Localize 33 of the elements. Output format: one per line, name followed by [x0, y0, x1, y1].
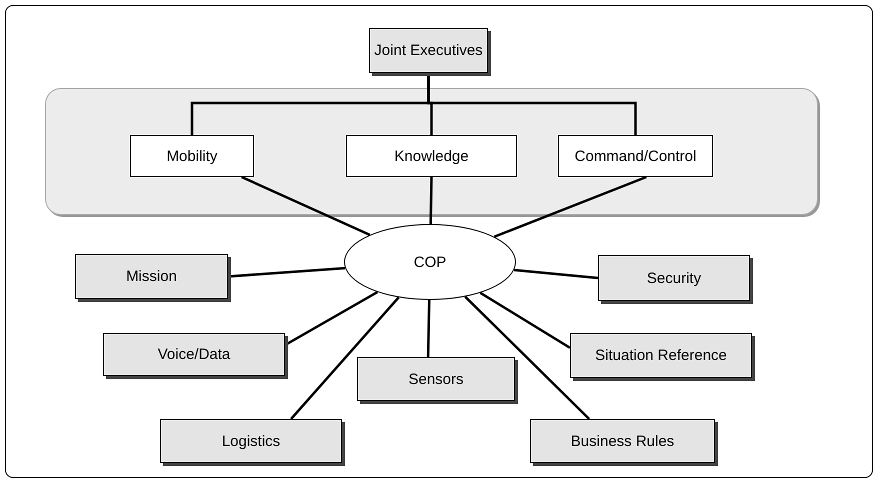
process-box [558, 135, 713, 177]
node-label: Voice/Data [158, 346, 230, 363]
process-box [357, 357, 515, 401]
process-box [598, 255, 750, 301]
node-label: Mission [126, 268, 177, 285]
group-panel [45, 88, 818, 215]
node-label: Situation Reference [595, 347, 727, 364]
node-label: Mobility [166, 148, 218, 164]
process-box [160, 419, 342, 463]
connector-line [290, 296, 400, 420]
connector-line [427, 73, 637, 135]
process-box [75, 254, 228, 299]
connector-line [426, 300, 430, 358]
node-label: Business Rules [570, 432, 674, 450]
process-box [530, 419, 715, 463]
node-label: Knowledge [394, 148, 469, 164]
process-box [570, 333, 752, 378]
connector-line [514, 268, 598, 280]
node-label: Sensors [408, 370, 464, 388]
process-box [130, 135, 254, 177]
process-box [346, 135, 517, 177]
process-box [103, 333, 285, 376]
node-label: COP [414, 254, 446, 270]
node-label: Security [646, 270, 702, 286]
node-label: Command/Control [574, 148, 696, 164]
connector-line [494, 176, 647, 238]
process-box [369, 28, 488, 73]
node-label: Logistics [222, 432, 280, 450]
connector-line [429, 176, 433, 224]
connector-line [480, 292, 571, 349]
connector-line [241, 176, 370, 236]
node-label: Joint Executives [374, 42, 483, 59]
connector-line [464, 296, 590, 420]
